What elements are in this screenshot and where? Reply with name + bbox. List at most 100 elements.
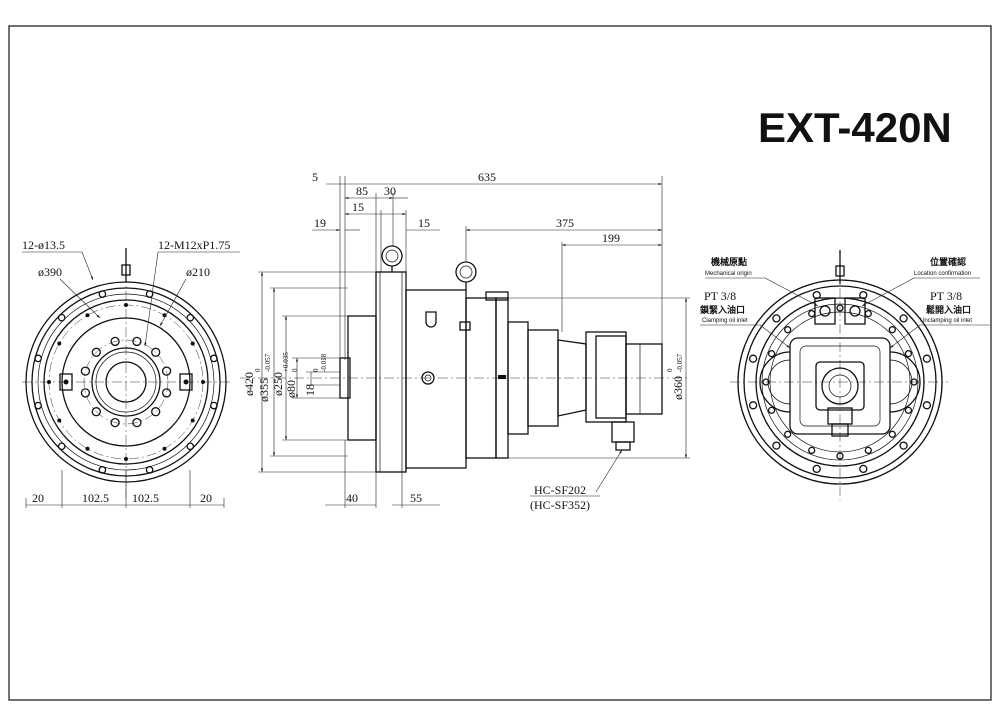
front-d210-label: ø210 [186, 265, 210, 279]
front-bottom-102-left: 102.5 [82, 491, 109, 505]
bolt-hole [190, 341, 195, 346]
bolt-hole [80, 366, 91, 376]
dim-19: 19 [314, 216, 326, 230]
bolt-hole [145, 466, 154, 474]
bolt-hole [910, 378, 918, 386]
bolt-hole [784, 430, 792, 438]
dim-635: 635 [478, 170, 496, 184]
unclamp-port-size: PT 3/8 [930, 289, 962, 303]
dim-15-top: 15 [352, 200, 364, 214]
dim-d355: ø355 [257, 378, 271, 402]
front-threads-label: 12-M12xP1.75 [158, 238, 230, 252]
clamp-port-cn: 鎖緊入油口 [700, 304, 745, 316]
bolt-hole [98, 466, 107, 474]
side-view: 5 635 85 30 15 19 15 375 199 ø420 ø355 0… [240, 170, 690, 512]
bolt-hole [132, 417, 142, 428]
bolt-hole [161, 388, 172, 398]
dim-55: 55 [410, 491, 422, 505]
bolt-hole [190, 418, 195, 423]
bolt-hole [124, 303, 128, 307]
bolt-hole [808, 446, 816, 455]
bolt-hole [110, 417, 120, 428]
bolt-hole [57, 341, 62, 346]
bolt-hole [859, 464, 868, 474]
bolt-hole [132, 336, 142, 347]
dim-40: 40 [346, 491, 358, 505]
dim-18: 18 [303, 384, 317, 396]
bolt-hole [161, 366, 172, 376]
bolt-hole [864, 309, 872, 318]
clamp-port-size: PT 3/8 [704, 289, 736, 303]
bolt-hole [57, 313, 66, 322]
unclamp-port-cn: 鬆開入油口 [926, 304, 971, 316]
model-title: EXT-420N [758, 104, 952, 151]
bolt-hole [808, 309, 816, 318]
bolt-hole [904, 350, 913, 358]
dim-30: 30 [384, 184, 396, 198]
bolt-hole [162, 446, 167, 451]
bolt-hole [145, 290, 154, 298]
bolt-hole [772, 314, 781, 323]
dim-d80: ø80 [284, 380, 298, 398]
dim-375: 375 [556, 216, 574, 230]
location-label-en: Location confirmation [914, 271, 971, 277]
bolt-hole [57, 442, 66, 451]
dim-d360-tol-lower: -0.057 [676, 353, 684, 372]
dim-d80-tol-lower: 0 [291, 368, 299, 372]
bolt-hole [34, 401, 42, 410]
bolt-hole [899, 314, 908, 323]
bolt-hole [812, 464, 821, 474]
dim-d355-tol-upper: 0 [254, 368, 262, 372]
bolt-hole [210, 401, 218, 410]
bolt-hole [864, 446, 872, 455]
bolt-hole [110, 336, 120, 347]
dim-18-tol-lower: -0.018 [320, 353, 328, 372]
bolt-hole [47, 380, 51, 384]
bolt-hole [767, 406, 776, 414]
front-bottom-20-right: 20 [200, 491, 212, 505]
location-label-cn: 位置確認 [930, 256, 966, 268]
bolt-hole [888, 326, 896, 334]
bolt-hole [151, 407, 161, 417]
bolt-hole [151, 347, 161, 357]
dim-18-tol-upper: 0 [312, 368, 320, 372]
origin-label-cn: 機械原點 [711, 256, 747, 268]
bolt-hole [748, 354, 758, 363]
bolt-hole [836, 452, 844, 460]
bolt-hole [748, 401, 758, 410]
bolt-hole [836, 304, 844, 312]
bolt-hole [767, 350, 776, 358]
front-bottom-20-left: 20 [32, 491, 44, 505]
front-view: 12-ø13.5 12-M12xP1.75 ø390 ø210 20 102.5… [22, 238, 240, 508]
dim-5: 5 [312, 170, 318, 184]
unclamp-port-en: Unclamping oil inlet [920, 318, 972, 324]
motor-alt-model-label: (HC-SF352) [530, 498, 590, 512]
rear-view: 機械原點 Mechanical origin 位置確認 Location con… [700, 250, 990, 500]
bolt-hole [98, 290, 107, 298]
bolt-hole [888, 430, 896, 438]
bolt-hole [922, 354, 932, 363]
bolt-hole [784, 326, 792, 334]
bolt-hole [85, 313, 90, 318]
dim-d250: ø250 [271, 372, 285, 396]
dim-d80-tol-upper: +0.035 [282, 352, 290, 372]
clamp-port-en: Clamping oil inlet [702, 318, 748, 324]
dim-d355-tol-lower: -0.057 [264, 353, 272, 372]
bolt-hole [772, 441, 781, 450]
front-bottom-102-right: 102.5 [132, 491, 159, 505]
bolt-hole [201, 380, 205, 384]
origin-label-en: Mechanical origin [705, 271, 752, 277]
bolt-hole [210, 354, 218, 363]
bolt-hole [80, 388, 91, 398]
dim-85: 85 [356, 184, 368, 198]
dim-15-mid: 15 [418, 216, 430, 230]
dim-199: 199 [602, 231, 620, 245]
bolt-hole [904, 406, 913, 414]
bolt-hole [124, 457, 128, 461]
bolt-hole [762, 378, 770, 386]
bolt-hole [34, 354, 42, 363]
bolt-hole [899, 441, 908, 450]
motor-model-label: HC-SF202 [534, 483, 586, 497]
dim-d360: ø360 [671, 376, 685, 400]
